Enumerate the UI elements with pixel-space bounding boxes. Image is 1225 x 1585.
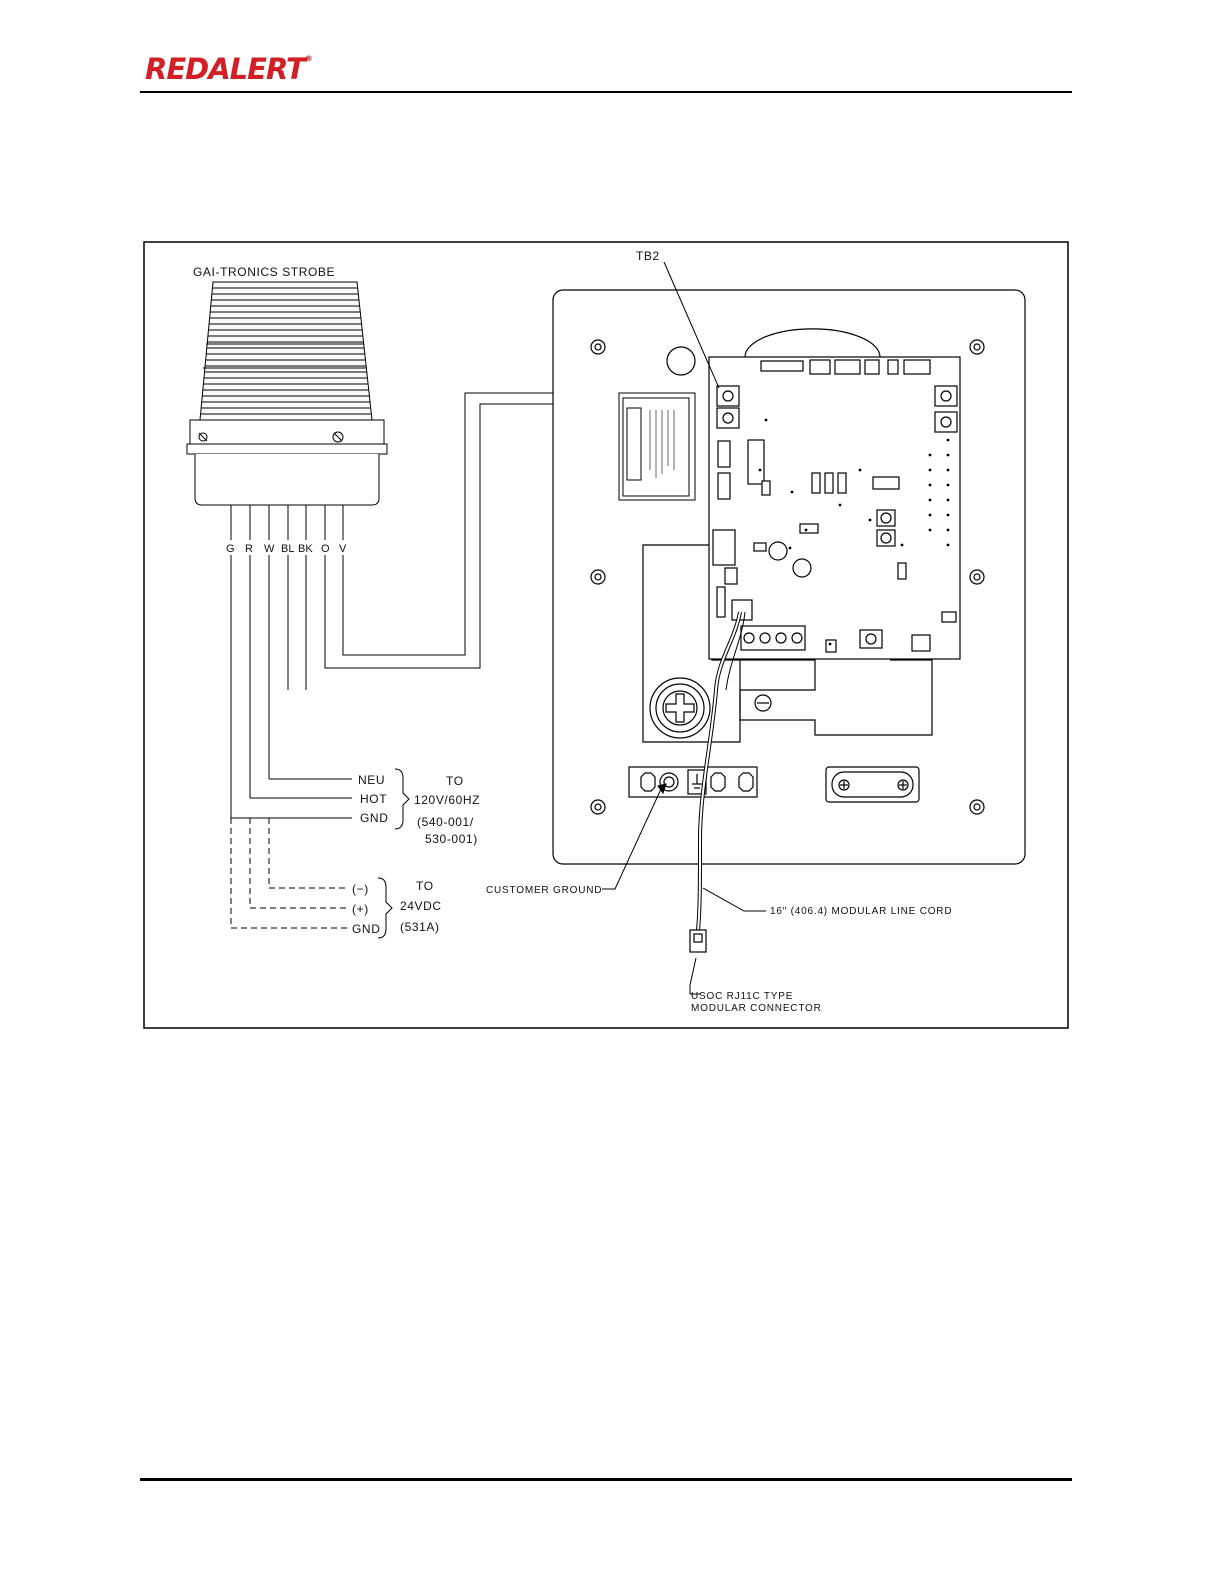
pcb-pin-dot bbox=[947, 454, 950, 457]
pcb-pin-dot bbox=[929, 484, 932, 487]
pcb-pin-dot bbox=[929, 499, 932, 502]
ac-target-to: TO bbox=[446, 774, 464, 788]
wire-label-o: O bbox=[321, 543, 330, 555]
pcb-pin-dot bbox=[791, 491, 794, 494]
pcb-pin-dot bbox=[901, 544, 904, 547]
pcb-board bbox=[709, 329, 960, 659]
line-cord-label: 16" (406.4) MODULAR LINE CORD bbox=[770, 906, 952, 917]
rj11-connector-icon bbox=[690, 930, 706, 952]
ac-target-models-1: (540-001/ bbox=[417, 815, 474, 829]
ac-brace bbox=[395, 769, 409, 829]
customer-ground-label: CUSTOMER GROUND bbox=[486, 885, 602, 896]
pcb-pin-dot bbox=[947, 439, 950, 442]
strobe-wire-labels: G R W BL BK O V bbox=[226, 543, 347, 555]
strobe-title: GAI-TRONICS STROBE bbox=[193, 265, 335, 279]
pcb-pin-dot bbox=[929, 454, 932, 457]
pcb-pin-dot bbox=[947, 484, 950, 487]
wire-label-g: G bbox=[226, 543, 235, 555]
tb2-label: TB2 bbox=[636, 249, 660, 263]
dc-terminal-gnd: GND bbox=[352, 922, 380, 936]
pcb-pin-dot bbox=[765, 419, 768, 422]
pcb-pin-dot bbox=[789, 547, 792, 550]
wire-label-bl: BL bbox=[281, 543, 294, 555]
pcb-pin-dot bbox=[947, 469, 950, 472]
connector-label-2: MODULAR CONNECTOR bbox=[691, 1003, 822, 1014]
pcb-pin-dot bbox=[829, 643, 832, 646]
pcb-pin-dot bbox=[869, 519, 872, 522]
pcb-pin-dot bbox=[929, 514, 932, 517]
pcb-pin-dot bbox=[839, 504, 842, 507]
dc-dashed-wires bbox=[231, 818, 348, 928]
pcb-pin-dot bbox=[947, 499, 950, 502]
pcb-pin-dot bbox=[947, 544, 950, 547]
pcb-pin-dot bbox=[859, 469, 862, 472]
wire-label-bk: BK bbox=[298, 543, 313, 555]
wire-label-r: R bbox=[245, 543, 253, 555]
dc-terminal-plus: (+) bbox=[352, 902, 369, 916]
dc-terminal-minus: (−) bbox=[352, 882, 369, 896]
wire-label-w: W bbox=[264, 543, 275, 555]
module-card bbox=[619, 393, 695, 500]
ac-terminal-neu: NEU bbox=[358, 773, 385, 787]
dc-target-to: TO bbox=[416, 879, 434, 893]
pcb-pin-dot bbox=[929, 469, 932, 472]
pcb-pin-dot bbox=[805, 529, 808, 532]
pcb-pin-dot bbox=[947, 529, 950, 532]
pcb-pin-dot bbox=[947, 514, 950, 517]
dc-target-model: (531A) bbox=[400, 920, 440, 934]
ac-target-voltage: 120V/60HZ bbox=[414, 793, 480, 807]
wire-label-v: V bbox=[339, 543, 347, 555]
ac-terminal-gnd: GND bbox=[360, 811, 388, 825]
dc-target-voltage: 24VDC bbox=[400, 899, 442, 913]
pcb-pin-dot bbox=[929, 529, 932, 532]
connector-label-1: USOC RJ11C TYPE bbox=[691, 991, 793, 1002]
strobe-unit bbox=[187, 282, 387, 505]
ac-terminal-hot: HOT bbox=[360, 792, 387, 806]
pcb-pin-dot bbox=[759, 469, 762, 472]
ac-target-models-2: 530-001) bbox=[425, 832, 478, 846]
